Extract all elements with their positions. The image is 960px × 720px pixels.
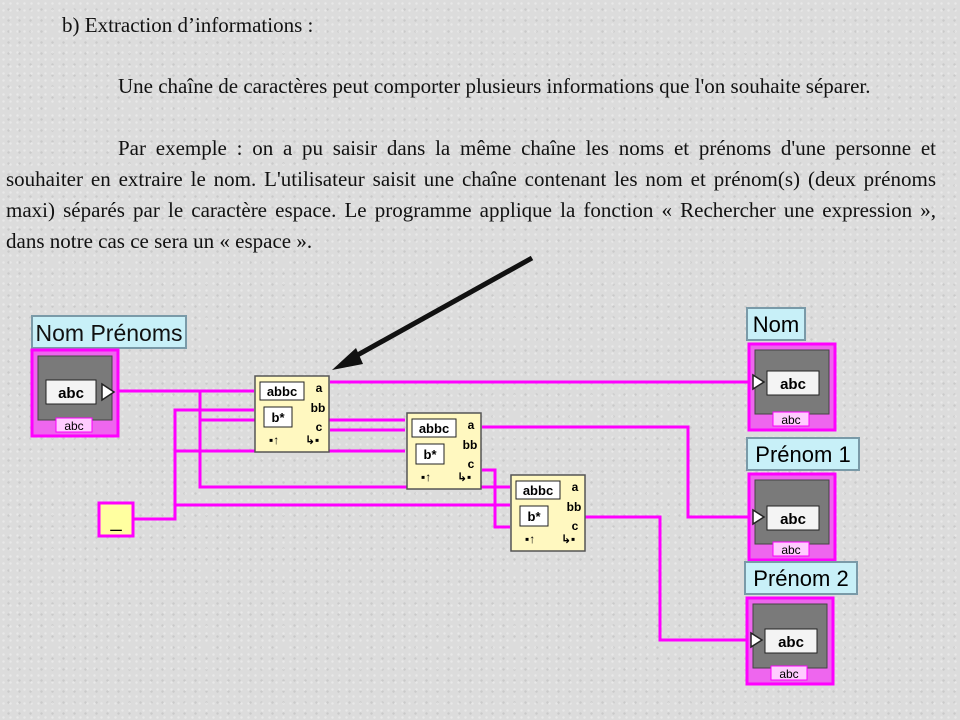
svg-text:abc: abc: [780, 376, 806, 393]
annotation-arrow: [332, 255, 534, 370]
svg-text:▪↑: ▪↑: [525, 532, 535, 546]
svg-text:abc: abc: [780, 511, 806, 528]
svg-text:b*: b*: [528, 509, 542, 524]
space-constant: _: [97, 501, 135, 538]
input-terminal-icon: [752, 508, 766, 526]
svg-text:abbc: abbc: [267, 384, 297, 399]
svg-text:c: c: [316, 420, 323, 434]
wire-node2-to-prenom1: [482, 425, 750, 519]
svg-text:a: a: [572, 480, 579, 494]
svg-text:bb: bb: [311, 401, 326, 415]
paragraph-2: Par exemple : on a pu saisir dans la mêm…: [6, 136, 936, 253]
svg-text:a: a: [468, 418, 475, 432]
function-node-3: abbc b* a bb c ▪↑ ↳▪: [510, 474, 586, 552]
output-nom-label: Nom: [753, 312, 799, 337]
svg-text:b*: b*: [424, 447, 438, 462]
svg-text:↳▪: ↳▪: [561, 532, 575, 546]
svg-text:c: c: [468, 457, 475, 471]
wire-constant: [134, 451, 510, 521]
input-tag: abc: [64, 419, 83, 433]
svg-text:abc: abc: [779, 667, 798, 681]
output-terminal-icon: [101, 382, 116, 402]
output-prenom-2: Prénom 2 abc abc: [744, 561, 858, 686]
svg-text:abbc: abbc: [419, 421, 449, 436]
constant-text: _: [109, 510, 122, 532]
input-control-label: Nom Prénoms: [36, 320, 183, 346]
output-prenom-2-label: Prénom 2: [753, 566, 848, 591]
output-nom: Nom abc abc: [746, 307, 837, 432]
wire-node2-to-node3: [482, 468, 510, 529]
input-terminal-icon: [752, 373, 766, 391]
svg-text:▪↑: ▪↑: [421, 470, 431, 484]
output-prenom-1-label: Prénom 1: [755, 442, 850, 467]
wire-node3-to-prenom2: [585, 515, 750, 642]
function-node-2: abbc b* a bb c ▪↑ ↳▪: [406, 412, 482, 490]
svg-text:bb: bb: [463, 438, 478, 452]
section-heading: b) Extraction d’informations :: [62, 13, 314, 37]
paragraph-1: Une chaîne de caractères peut comporter …: [118, 74, 871, 98]
svg-text:a: a: [316, 381, 323, 395]
svg-text:b*: b*: [272, 410, 286, 425]
input-type-text: abc: [58, 385, 84, 402]
svg-text:abc: abc: [781, 543, 800, 557]
svg-text:↳▪: ↳▪: [457, 470, 471, 484]
svg-text:abbc: abbc: [523, 483, 553, 498]
svg-text:▪↑: ▪↑: [269, 433, 279, 447]
svg-text:bb: bb: [567, 500, 582, 514]
svg-text:↳▪: ↳▪: [305, 433, 319, 447]
svg-text:abc: abc: [778, 634, 804, 651]
output-prenom-1: Prénom 1 abc abc: [746, 437, 860, 562]
svg-text:c: c: [572, 519, 579, 533]
svg-text:abc: abc: [781, 413, 800, 427]
input-terminal-icon: [750, 631, 764, 649]
function-node-1: abbc b* a bb c ▪↑ ↳▪: [254, 375, 330, 453]
input-control: Nom Prénoms abc abc: [30, 315, 187, 438]
wire-constant-to-node1: [173, 408, 254, 519]
